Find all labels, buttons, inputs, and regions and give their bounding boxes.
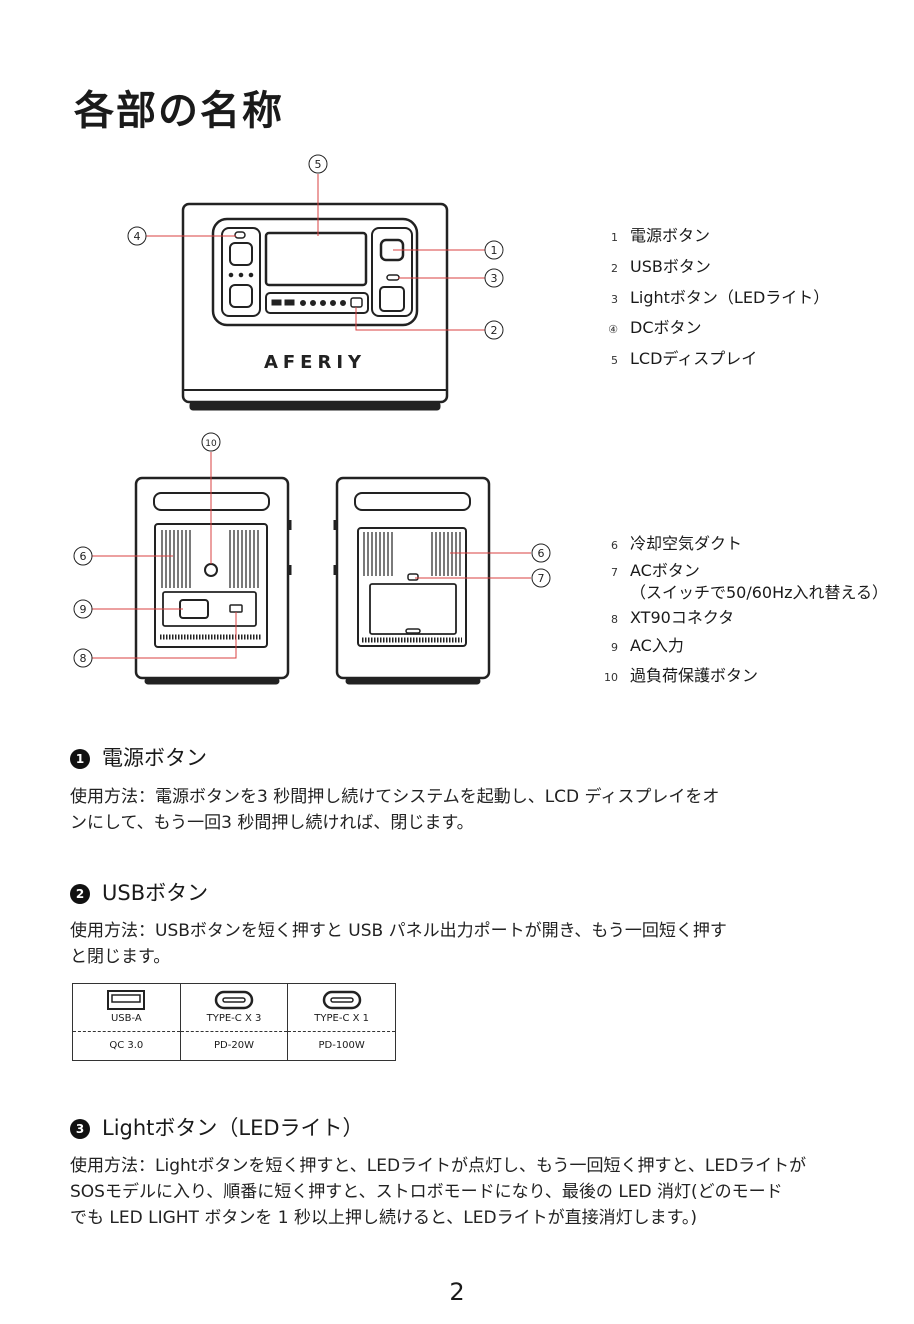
leader-lines <box>92 174 531 659</box>
callout-10: 10 <box>201 432 221 452</box>
section-body-usb: 使用方法：USBボタンを短く押すと USB パネル出力ポートが開き、もう一回短く… <box>70 921 727 967</box>
svg-text:2: 2 <box>491 324 498 337</box>
callout-5: 5 <box>308 154 328 174</box>
port-cell-type-c-x3: TYPE-C X 3 PD-20W <box>179 983 289 1061</box>
svg-text:7: 7 <box>538 572 545 585</box>
port-cell-usb-a: USB-A QC 3.0 <box>72 983 181 1061</box>
callout-8: 8 <box>73 648 93 668</box>
callout-6-right: 6 <box>531 543 551 563</box>
svg-text:4: 4 <box>134 230 141 243</box>
front-view <box>181 202 449 411</box>
product-diagram: AFERIY <box>73 154 551 685</box>
svg-text:9: 9 <box>80 603 87 616</box>
callout-3: 3 <box>484 268 504 288</box>
callout-7: 7 <box>531 568 551 588</box>
svg-text:1: 1 <box>491 244 498 257</box>
section-body-light: 使用方法：Lightボタンを短く押すと、LEDライトが点灯し、もう一回短く押すと… <box>70 1156 807 1228</box>
side-view <box>333 476 491 685</box>
callout-2: 2 <box>484 320 504 340</box>
page-title: 各部の名称 <box>74 88 284 134</box>
usb-port-table: USB-A QC 3.0 TYPE-C X 3 PD-20W TYPE-C X … <box>72 983 396 1061</box>
svg-text:6: 6 <box>80 550 87 563</box>
usb-c-icon <box>214 990 254 1010</box>
svg-text:6: 6 <box>538 547 545 560</box>
usb-c-icon <box>322 990 361 1010</box>
callout-4: 4 <box>127 226 147 246</box>
legend-item-7-sub: （スイッチで50/60Hz入れ替える） <box>630 583 889 602</box>
port-cell-type-c-x1: TYPE-C X 1 PD-100W <box>287 983 396 1061</box>
callout-6-left: 6 <box>73 546 93 566</box>
usb-a-icon <box>107 990 146 1010</box>
svg-text:8: 8 <box>80 652 87 665</box>
svg-text:5: 5 <box>315 158 322 171</box>
callout-9: 9 <box>73 599 93 619</box>
svg-text:10: 10 <box>205 439 217 449</box>
brand-logo: AFERIY <box>264 352 366 373</box>
callout-1: 1 <box>484 240 504 260</box>
page-number: 2 <box>449 1278 465 1306</box>
back-view <box>134 476 292 685</box>
section-body-power: 使用方法：電源ボタンを3 秒間押し続けてシステムを起動し、LCD ディスプレイを… <box>70 787 720 833</box>
svg-text:3: 3 <box>491 272 498 285</box>
